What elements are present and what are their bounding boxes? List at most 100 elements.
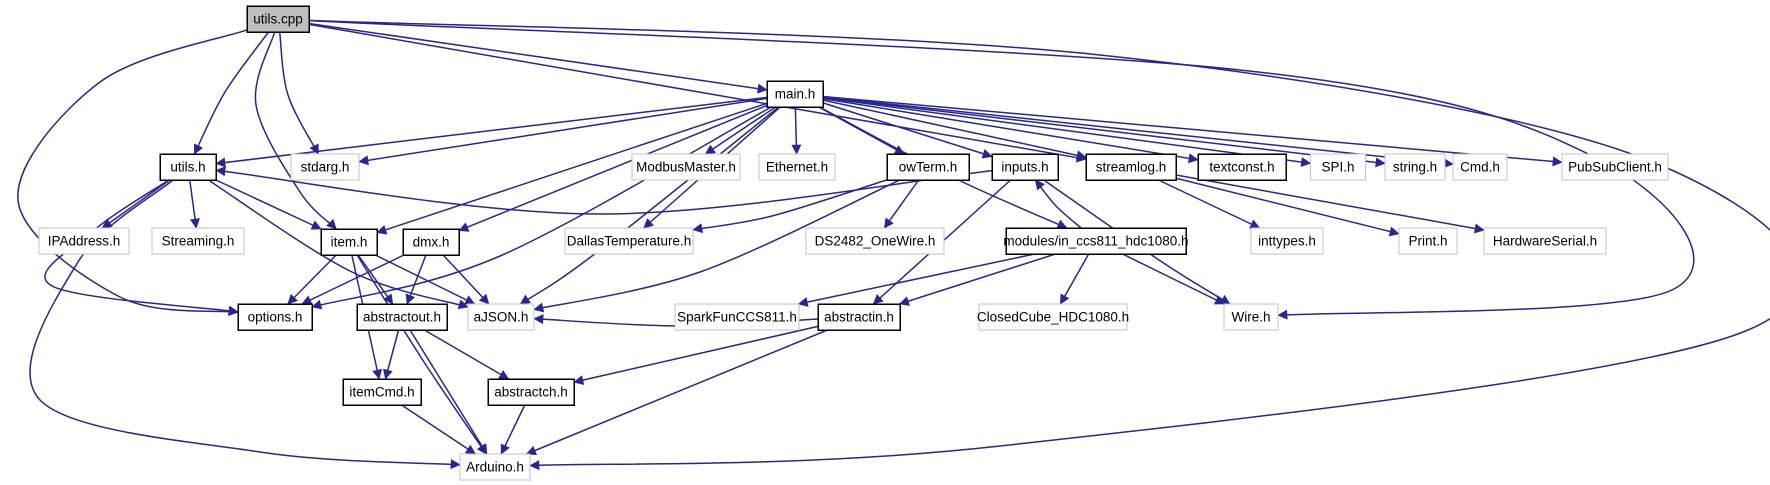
include-edge: [1059, 253, 1090, 305]
node-pubsubclient-h: PubSubClient.h: [1561, 153, 1669, 181]
node-abstractout-h[interactable]: abstractout.h: [356, 303, 448, 331]
include-edge: [383, 329, 400, 380]
node-utils-cpp[interactable]: utils.cpp: [246, 5, 310, 33]
include-edge: [215, 96, 768, 168]
node-label: ClosedCube_HDC1080.h: [977, 310, 1129, 325]
node-string-h: string.h: [1384, 153, 1446, 181]
node-textconst-h[interactable]: textconst.h: [1197, 153, 1287, 181]
node-main-h[interactable]: main.h: [766, 80, 824, 108]
include-edge: [278, 31, 319, 155]
node-box: [151, 227, 245, 255]
node-label: Streaming.h: [162, 234, 235, 249]
include-edge: [500, 404, 526, 455]
node-box[interactable]: [817, 303, 901, 331]
include-edge: [1043, 179, 1231, 305]
node-label: itemCmd.h: [349, 385, 414, 400]
node-box: [758, 153, 836, 181]
node-dmx-h[interactable]: dmx.h: [402, 228, 460, 256]
node-sparkfunccs811-h: SparkFunCCS811.h: [674, 303, 800, 331]
node-box[interactable]: [237, 303, 313, 331]
node-box[interactable]: [356, 303, 448, 331]
node-box: [564, 227, 694, 255]
include-edge: [797, 253, 1035, 307]
node-label: Ethernet.h: [766, 160, 828, 175]
include-edge: [308, 19, 1695, 320]
include-edge: [308, 19, 1770, 471]
node-modules-in-ccs811-hdc1080-h[interactable]: modules/in_ccs811_hdc1080.h: [1003, 227, 1189, 255]
node-box: [1384, 153, 1446, 181]
node-label: utils.cpp: [253, 12, 303, 27]
node-streamlog-h[interactable]: streamlog.h: [1085, 153, 1177, 181]
include-edge: [215, 166, 993, 215]
node-label: IPAddress.h: [48, 234, 121, 249]
node-owterm-h[interactable]: owTerm.h: [886, 153, 970, 181]
include-edge: [357, 254, 394, 305]
node-options-h[interactable]: options.h: [237, 303, 313, 331]
node-box[interactable]: [886, 153, 970, 181]
node-abstractch-h[interactable]: abstractch.h: [487, 378, 575, 406]
include-edge: [189, 179, 200, 229]
node-ipaddress-h: IPAddress.h: [38, 227, 130, 255]
node-box[interactable]: [246, 5, 310, 33]
node-label: ModbusMaster.h: [636, 160, 736, 175]
node-box: [1398, 227, 1458, 255]
node-modbusmaster-h: ModbusMaster.h: [631, 153, 741, 181]
include-edge: [822, 96, 1454, 169]
node-box: [631, 153, 741, 181]
node-abstractin-h[interactable]: abstractin.h: [817, 303, 901, 331]
node-label: inttypes.h: [1258, 234, 1316, 249]
include-edge: [308, 23, 1087, 163]
node-box: [978, 303, 1128, 331]
node-label: item.h: [331, 235, 368, 250]
include-edge: [17, 29, 248, 317]
include-edge: [101, 179, 171, 229]
node-label: abstractch.h: [494, 385, 568, 400]
node-ds2482-onewire-h: DS2482_OneWire.h: [805, 227, 945, 255]
include-edge: [215, 179, 322, 230]
node-label: DallasTemperature.h: [567, 234, 692, 249]
node-label: Print.h: [1408, 234, 1447, 249]
include-edge: [376, 102, 768, 235]
include-edge: [822, 99, 1087, 161]
node-label: SPI.h: [1321, 160, 1354, 175]
node-utils-h[interactable]: utils.h: [159, 153, 217, 181]
node-closedcube-hdc1080-h: ClosedCube_HDC1080.h: [977, 303, 1129, 331]
node-label: Cmd.h: [1460, 160, 1500, 175]
node-label: string.h: [1393, 160, 1437, 175]
include-edge: [193, 31, 270, 155]
include-edge: [573, 325, 819, 385]
node-box[interactable]: [1005, 227, 1187, 255]
node-itemcmd-h[interactable]: itemCmd.h: [342, 378, 422, 406]
node-wire-h: Wire.h: [1223, 303, 1279, 331]
node-label: owTerm.h: [899, 160, 958, 175]
node-box[interactable]: [1085, 153, 1177, 181]
node-box[interactable]: [487, 378, 575, 406]
include-edge: [287, 254, 337, 305]
node-box[interactable]: [342, 378, 422, 406]
node-box: [1561, 153, 1669, 181]
include-edge: [405, 254, 427, 305]
include-edge: [254, 31, 337, 230]
include-edge: [883, 179, 920, 229]
node-dallastemperature-h: DallasTemperature.h: [564, 227, 694, 255]
include-edge: [1175, 174, 1485, 234]
node-box[interactable]: [1197, 153, 1287, 181]
node-box[interactable]: [766, 80, 824, 108]
include-edge: [822, 97, 1312, 168]
node-box: [1250, 227, 1324, 255]
include-edge: [525, 329, 828, 456]
node-box[interactable]: [991, 153, 1059, 181]
node-stdarg-h: stdarg.h: [290, 153, 360, 181]
include-edge: [44, 179, 239, 316]
node-box[interactable]: [320, 228, 378, 256]
include-edge: [356, 254, 487, 455]
node-box[interactable]: [402, 228, 460, 256]
node-label: options.h: [248, 310, 303, 325]
node-ethernet-h: Ethernet.h: [758, 153, 836, 181]
include-edge: [375, 254, 476, 305]
node-box: [459, 453, 531, 481]
node-label: abstractout.h: [363, 310, 441, 325]
node-inputs-h[interactable]: inputs.h: [991, 153, 1059, 181]
node-box[interactable]: [159, 153, 217, 181]
node-item-h[interactable]: item.h: [320, 228, 378, 256]
